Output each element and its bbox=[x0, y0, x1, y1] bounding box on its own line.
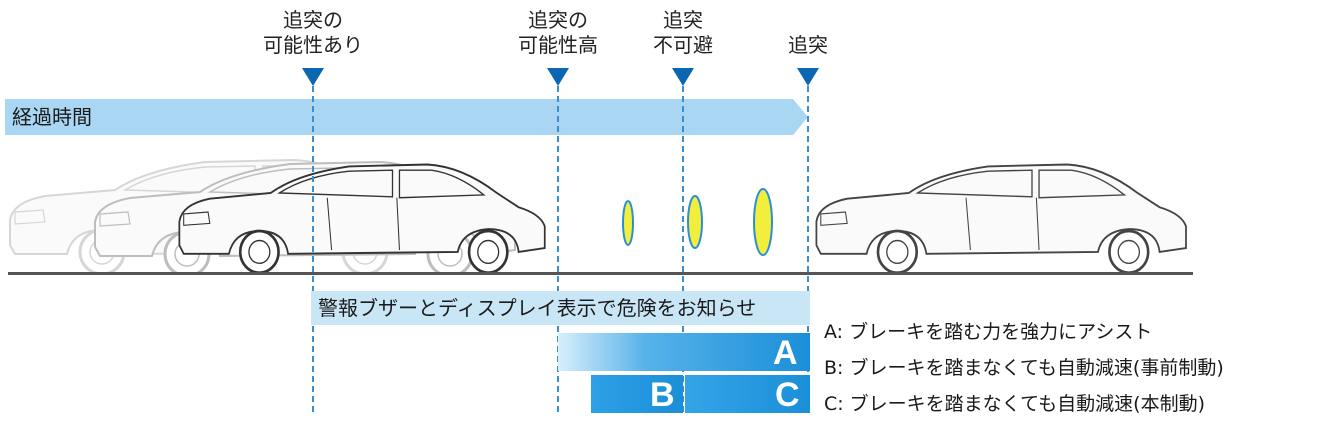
brake-light-1-icon bbox=[622, 200, 634, 246]
timeline-high bbox=[557, 86, 559, 412]
warning-bar bbox=[311, 291, 810, 325]
legend-item-b: B:ブレーキを踏まなくても自動減速(事前制動) bbox=[824, 357, 1224, 379]
timeline-possible bbox=[312, 86, 314, 412]
brake-light-3-icon bbox=[753, 188, 773, 256]
marker-unavoidable-icon bbox=[672, 68, 694, 86]
phase-b-label: B bbox=[650, 376, 675, 414]
marker-possible-icon bbox=[302, 68, 324, 86]
timeline-collision bbox=[807, 86, 809, 412]
phase-c-label: C bbox=[775, 376, 800, 414]
stage-label-unavoidable: 追突不可避 bbox=[653, 8, 713, 57]
stage-label-possible: 追突の可能性あり bbox=[263, 8, 363, 57]
phase-a-label: A bbox=[773, 334, 798, 372]
marker-collision-icon bbox=[797, 68, 819, 86]
warning-text: 警報ブザーとディスプレイ表示で危険をお知らせ bbox=[318, 296, 757, 320]
time-axis-label: 経過時間 bbox=[12, 105, 92, 129]
car-front bbox=[814, 163, 1188, 275]
legend-item-c: C:ブレーキを踏まなくても自動減速(本制動) bbox=[824, 393, 1205, 415]
marker-high-icon bbox=[547, 68, 569, 86]
car-illustration bbox=[8, 158, 1188, 275]
stage-label-high: 追突の可能性高 bbox=[518, 8, 598, 57]
time-arrow-bar bbox=[5, 99, 808, 135]
timeline-unavoidable bbox=[682, 86, 684, 412]
phase-a-bar bbox=[558, 333, 810, 371]
phase-c-bar bbox=[685, 375, 810, 413]
stage-label-collision: 追突 bbox=[788, 33, 828, 57]
ground-line bbox=[8, 272, 1193, 275]
legend-item-a: A:ブレーキを踏む力を強力にアシスト bbox=[824, 321, 1153, 343]
brake-light-2-icon bbox=[687, 195, 703, 249]
phase-b-bar bbox=[591, 375, 683, 413]
